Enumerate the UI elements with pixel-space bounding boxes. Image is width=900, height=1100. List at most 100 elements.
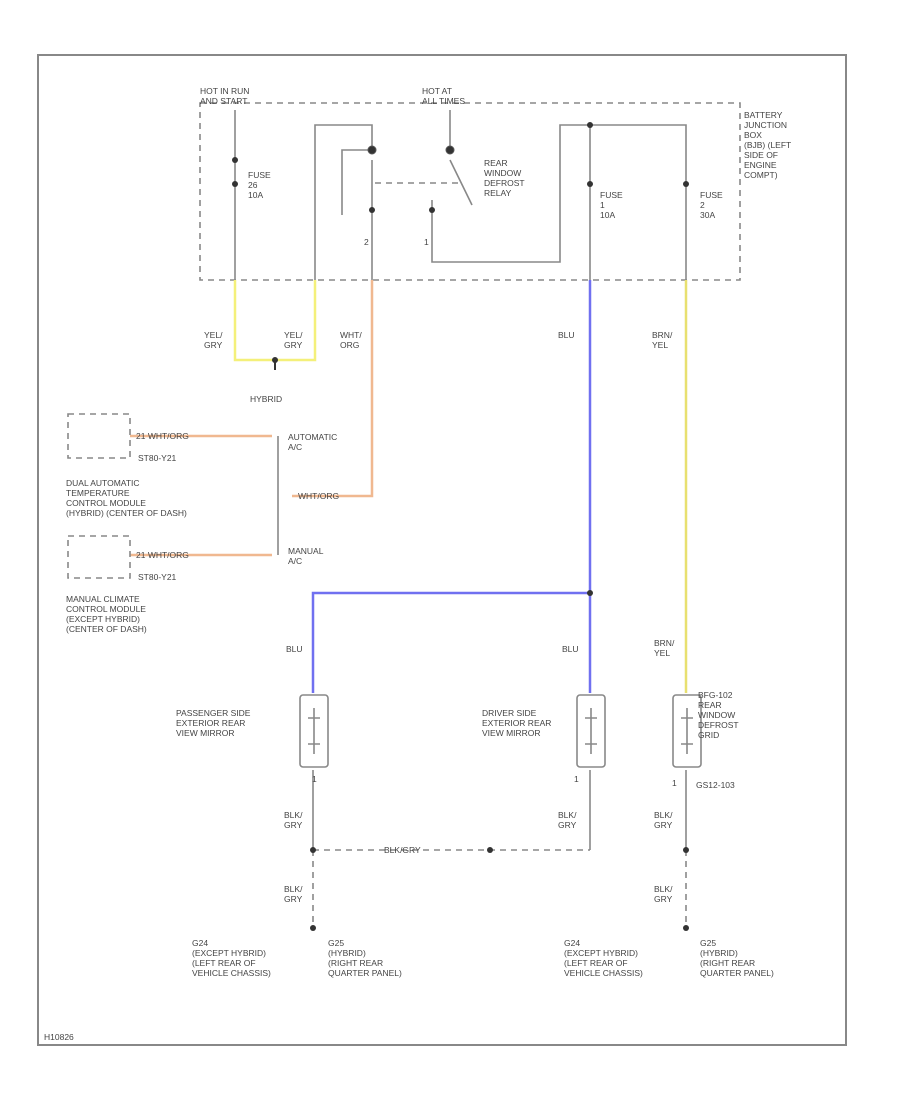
manual_ac-line: MANUAL	[288, 546, 324, 556]
w_wht_org-line: WHT/	[340, 330, 362, 340]
g_g224_left-line: (EXCEPT HYBRID)	[192, 948, 266, 958]
fuse_26-line: FUSE	[248, 170, 271, 180]
w_yel_gry_1-line: YEL/	[204, 330, 223, 340]
w_brn_yel_top-line: YEL	[652, 340, 668, 350]
label-blk-gry-4: BLK/GRY	[284, 884, 303, 904]
label-blk-gry-5: BLK/GRY	[654, 884, 673, 904]
mcc-line: (CENTER OF DASH)	[66, 624, 147, 634]
splice-nodes	[232, 122, 689, 931]
hot_all_times-line: HOT AT	[422, 86, 452, 96]
label-yel-gry-2: YEL/GRY	[284, 330, 303, 350]
relay-line: REAR	[484, 158, 508, 168]
auto_ac-line: AUTOMATIC	[288, 432, 337, 442]
g_g224_left-line: VEHICLE CHASSIS)	[192, 968, 271, 978]
g_g225_right-line: (HYBRID)	[700, 948, 738, 958]
pass_mirror-line: VIEW MIRROR	[176, 728, 235, 738]
ground-labels: BLK/GRY BLK/GRY BLK/GRY BLK/GRY BLK/GRY …	[44, 810, 774, 1042]
w_yel_gry_1-line: GRY	[204, 340, 223, 350]
bjb-internal-wires	[234, 110, 687, 280]
label-blk-gry-3: BLK/GRY	[654, 810, 673, 830]
bjb-line: SIDE OF	[744, 150, 778, 160]
bjb-line: COMPT)	[744, 170, 778, 180]
relay-line: DEFROST	[484, 178, 525, 188]
w_yel_gry_2-line: GRY	[284, 340, 303, 350]
label-blu-top: BLU	[558, 330, 575, 340]
hot_run_start-line: AND START	[200, 96, 247, 106]
bjb-line: ENGINE	[744, 160, 777, 170]
driver-mirror-box	[576, 694, 606, 768]
label-hybrid: HYBRID	[250, 394, 282, 404]
wire-blu	[311, 591, 590, 693]
g_g225_right-line: (RIGHT REAR	[700, 958, 755, 968]
label-driver-pin: 1	[574, 774, 579, 784]
auto_ac-line: A/C	[288, 442, 302, 452]
fuse_26-line: 10A	[248, 190, 263, 200]
bjb-boundary	[199, 102, 741, 281]
label-manual-conn: ST80-Y21	[138, 572, 177, 582]
defrost-grid-box	[672, 694, 702, 768]
g_g224_right-line: (LEFT REAR OF	[564, 958, 628, 968]
label-yel-gry-1: YEL/GRY	[204, 330, 223, 350]
label-grid-pin: 1	[672, 778, 677, 788]
datc-line: CONTROL MODULE	[66, 498, 146, 508]
defrost_grid-line: WINDOW	[698, 710, 735, 720]
fuse_2-line: FUSE	[700, 190, 723, 200]
driver_mirror-line: EXTERIOR REAR	[482, 718, 551, 728]
fuse_2-line: 2	[700, 200, 705, 210]
defrost_grid-line: REAR	[698, 700, 722, 710]
g_blk_gry_2-line: BLK/	[558, 810, 577, 820]
g_g224_right-line: G24	[564, 938, 580, 948]
label-blk-gry-mid: BLK/GRY	[384, 845, 421, 855]
heater-element-icon	[681, 708, 693, 754]
g_blk_gry_5-line: GRY	[654, 894, 673, 904]
bjb-line: BOX	[744, 130, 762, 140]
g_blk_gry_2-line: GRY	[558, 820, 577, 830]
bjb-line: JUNCTION	[744, 120, 787, 130]
mcc-line: (EXCEPT HYBRID)	[66, 614, 140, 624]
label-pin-2: 2	[364, 237, 369, 247]
label-pin-1: 1	[424, 237, 429, 247]
heater-element-icon	[308, 708, 320, 754]
datc-line: DUAL AUTOMATIC	[66, 478, 140, 488]
g_blk_gry_1-line: GRY	[284, 820, 303, 830]
label-brn-yel-top: BRN/YEL	[652, 330, 673, 350]
g_g225_right-line: QUARTER PANEL)	[700, 968, 774, 978]
g_g225_left-line: (HYBRID)	[328, 948, 366, 958]
driver_mirror-line: VIEW MIRROR	[482, 728, 541, 738]
g_blk_gry_1-line: BLK/	[284, 810, 303, 820]
defrost_grid-line: BFG-102	[698, 690, 733, 700]
g_blk_gry_3-line: BLK/	[654, 810, 673, 820]
label-brn-yel-bot: BRN/YEL	[654, 638, 675, 658]
bjb-line: (BJB) (LEFT	[744, 140, 791, 150]
defrost_grid-line: GRID	[698, 730, 719, 740]
label-blk-gry-2: BLK/GRY	[558, 810, 577, 830]
label-manual-pin: 21 WHT/ORG	[136, 550, 189, 560]
wire-yel_gry	[233, 280, 317, 362]
wire-color-labels: YEL/GRY YEL/GRY WHT/ORG BLU BRN/YEL HYBR…	[204, 330, 673, 404]
fuse_1-line: 10A	[600, 210, 615, 220]
w_brn_yel_top-line: BRN/	[652, 330, 673, 340]
fuse_26-line: 26	[248, 180, 258, 190]
g_g224_right-line: VEHICLE CHASSIS)	[564, 968, 643, 978]
defrost_grid-line: DEFROST	[698, 720, 739, 730]
w_brn_yel_bot-line: BRN/	[654, 638, 675, 648]
passenger-mirror-box	[299, 694, 329, 768]
mcc-module-outline	[67, 535, 131, 579]
